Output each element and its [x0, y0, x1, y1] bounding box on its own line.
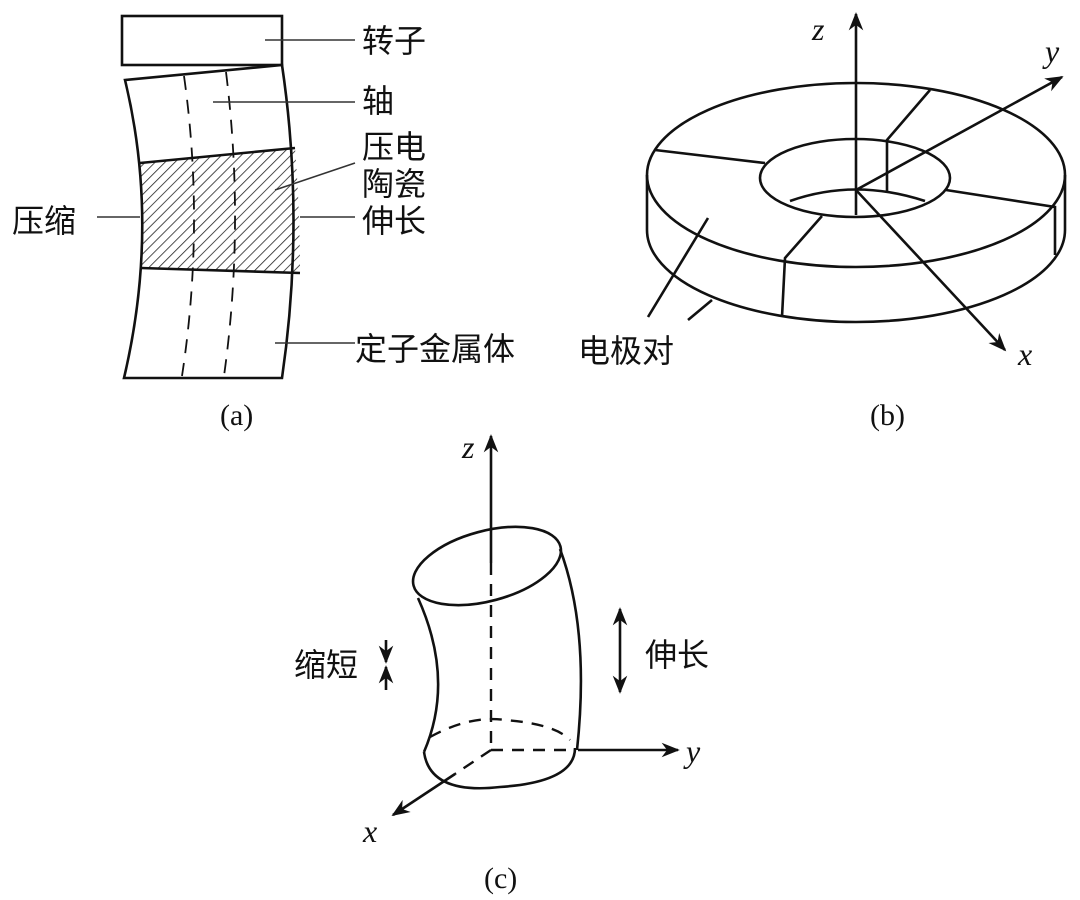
label-rotor: 转子	[362, 22, 426, 60]
caption-c: (c)	[484, 862, 517, 895]
caption-a: (a)	[220, 399, 253, 432]
z-axis-label: z	[811, 11, 825, 47]
caption-b: (b)	[870, 399, 905, 432]
piezo-bottom-edge	[140, 266, 301, 275]
label-shaft: 轴	[362, 82, 394, 120]
z-axis-label: z	[461, 429, 475, 465]
x-axis-hidden	[454, 749, 492, 775]
electrode-division	[945, 188, 1057, 255]
electrode-division	[780, 215, 823, 318]
x-axis-label: x	[362, 813, 377, 849]
piezo-top-edge	[139, 146, 296, 165]
x-axis-arrow	[855, 189, 1007, 352]
y-axis-label: y	[1042, 33, 1060, 69]
leader-line	[274, 162, 356, 191]
cylinder-bottom-back	[429, 717, 571, 741]
rotor-block	[120, 14, 284, 67]
cylinder-left-side	[416, 597, 440, 753]
label-extend: 伸长	[645, 636, 709, 674]
label-compress: 压缩	[12, 202, 76, 240]
label-electrode-pair: 电极对	[578, 332, 674, 370]
label-piezo-line1: 压电	[362, 128, 426, 166]
ring-side-wall	[645, 175, 1067, 324]
electrode-division	[885, 89, 931, 193]
label-shorten: 缩短	[294, 646, 358, 684]
panel-b: z y x 电极对 (b)	[578, 11, 1067, 432]
stator-body-outline	[122, 63, 295, 380]
y-axis-arrow	[855, 75, 1064, 192]
electrode-division	[654, 148, 766, 165]
leader-line	[646, 217, 710, 318]
dashed-center-line	[223, 71, 236, 377]
cylinder-bottom-front	[422, 747, 577, 790]
x-axis-label: x	[1017, 336, 1032, 372]
panel-c: z y x 缩短 伸长 (c)	[294, 429, 709, 895]
x-axis-arrow	[391, 772, 456, 817]
cylinder-top-ellipse	[411, 525, 563, 607]
label-extend: 伸长	[362, 202, 426, 240]
y-axis-label: y	[683, 733, 701, 769]
cylinder-right-side	[558, 548, 583, 751]
leader-line	[687, 299, 713, 321]
dashed-center-line	[181, 75, 195, 377]
piezo-ceramic-layer	[140, 148, 300, 273]
label-piezo-line2: 陶瓷	[362, 165, 426, 203]
label-stator: 定子金属体	[355, 330, 515, 368]
panel-a: 转子 轴 压电 陶瓷 伸长 压缩 定子金属体 (a)	[12, 14, 515, 432]
